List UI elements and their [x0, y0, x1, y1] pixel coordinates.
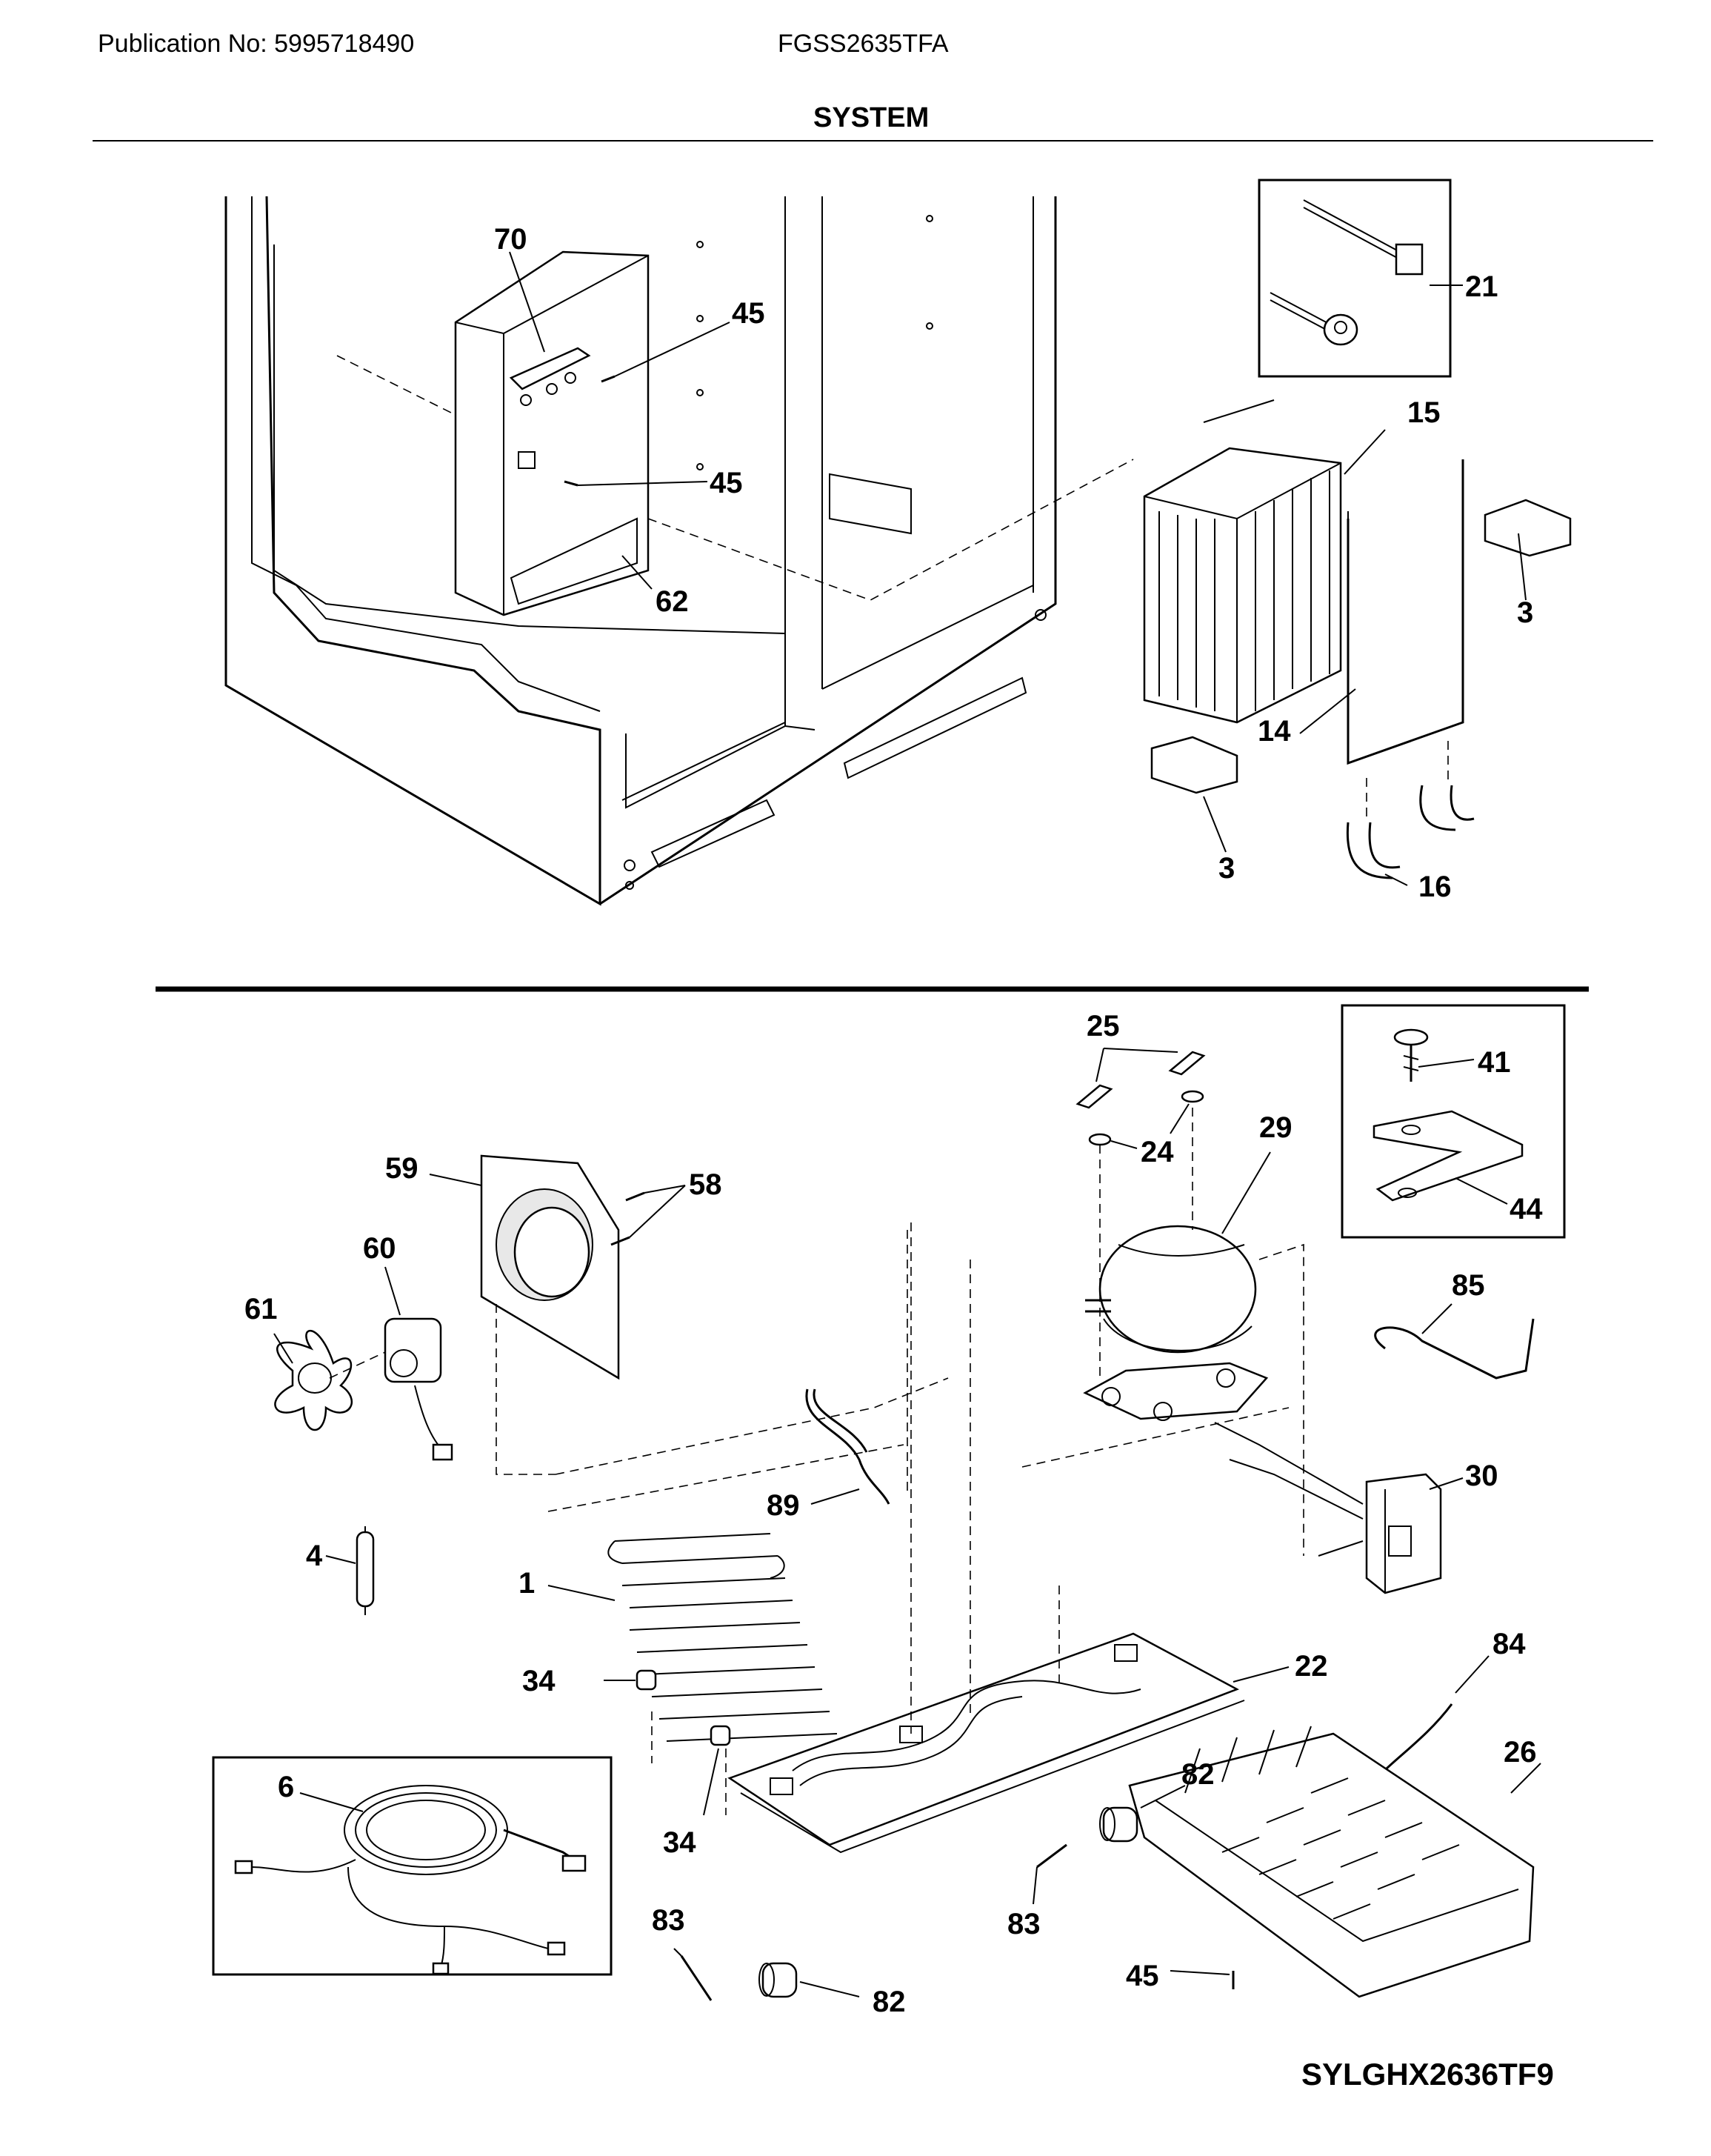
callout-16: 16	[1418, 871, 1452, 903]
diagram-code: SYLGHX2636TF9	[1301, 2057, 1554, 2092]
callout-89: 89	[767, 1489, 800, 1522]
part-29-compressor	[1083, 1108, 1304, 1556]
part-4-drier	[325, 1526, 375, 1615]
callout-45-bottom: 45	[1126, 1960, 1159, 1992]
callout-24: 24	[1141, 1136, 1174, 1168]
callout-45-lower: 45	[710, 467, 743, 499]
callout-21: 21	[1465, 270, 1498, 303]
leaders-top	[509, 251, 730, 590]
part-26-drain-pan	[1128, 1726, 1541, 1998]
part-45-screw-bottom	[1170, 1970, 1235, 1989]
detail-box-21	[1258, 179, 1463, 378]
part-15-condenser	[1143, 399, 1386, 724]
part-45-screws	[564, 375, 616, 487]
callout-61: 61	[244, 1293, 278, 1325]
part-3-pads	[1150, 499, 1572, 853]
part-89-tube	[805, 1388, 890, 1505]
model-number: FGSS2635TFA	[778, 30, 949, 58]
callout-15: 15	[1407, 396, 1441, 429]
part-83-screws	[673, 1843, 1067, 2001]
callout-62: 62	[656, 585, 689, 618]
callout-59: 59	[385, 1152, 418, 1185]
part-1-condenser-coil	[547, 1533, 838, 1742]
part-22-base-pan	[727, 1222, 1290, 1854]
part-70-bracket	[509, 347, 591, 406]
callout-41: 41	[1478, 1046, 1511, 1079]
callout-83-right: 83	[1007, 1908, 1041, 1940]
callout-44: 44	[1510, 1193, 1543, 1225]
dashed-assembly-lines	[496, 1230, 1290, 1815]
part-59-fan-shroud	[429, 1154, 620, 1380]
part-85-wire	[1374, 1303, 1535, 1380]
callout-34-lower: 34	[663, 1826, 696, 1859]
callout-34-left: 34	[522, 1665, 556, 1697]
callout-26: 26	[1504, 1736, 1537, 1769]
part-60-fan-motor	[384, 1266, 453, 1461]
detail-box-6	[212, 1756, 613, 1976]
section-title: SYSTEM	[813, 102, 930, 133]
callout-3-right: 3	[1517, 596, 1533, 629]
callout-labels: 70 45 45 62 21 15 3 14 3 16 25 24 29 41 …	[244, 223, 1543, 2018]
publication-number: Publication No: 5995718490	[98, 30, 415, 58]
part-14-wire-frame	[1299, 459, 1464, 822]
callout-14: 14	[1258, 715, 1291, 748]
part-24-washers	[1088, 1090, 1204, 1149]
part-58-screws	[610, 1185, 686, 1246]
part-34-spacers	[604, 1669, 731, 1816]
callout-1: 1	[518, 1567, 535, 1600]
callout-3-left: 3	[1218, 852, 1235, 885]
callout-82-upper: 82	[1181, 1758, 1215, 1791]
part-30-relay	[1214, 1422, 1464, 1594]
part-82-grommets	[758, 1785, 1186, 1998]
part-16-clips	[1346, 785, 1475, 886]
callout-22: 22	[1295, 1650, 1328, 1683]
callout-60: 60	[363, 1232, 396, 1265]
callout-6: 6	[278, 1771, 294, 1803]
callout-58: 58	[689, 1168, 722, 1201]
callout-25: 25	[1087, 1010, 1120, 1042]
callout-30: 30	[1465, 1460, 1498, 1492]
callout-29: 29	[1259, 1111, 1293, 1144]
callout-84: 84	[1492, 1628, 1526, 1660]
detail-box-41-44	[1341, 1004, 1566, 1239]
part-62-duct-housing	[336, 250, 1134, 616]
callout-4: 4	[306, 1540, 323, 1572]
callout-85: 85	[1452, 1269, 1485, 1302]
callout-70: 70	[494, 223, 527, 256]
part-61-fan-blade	[273, 1330, 386, 1431]
cabinet-outline	[224, 196, 1057, 906]
part-25-grommets	[1075, 1048, 1206, 1109]
callout-83-left: 83	[652, 1904, 685, 1937]
callout-45-upper: 45	[732, 297, 765, 330]
callout-82-lower: 82	[873, 1986, 906, 2018]
